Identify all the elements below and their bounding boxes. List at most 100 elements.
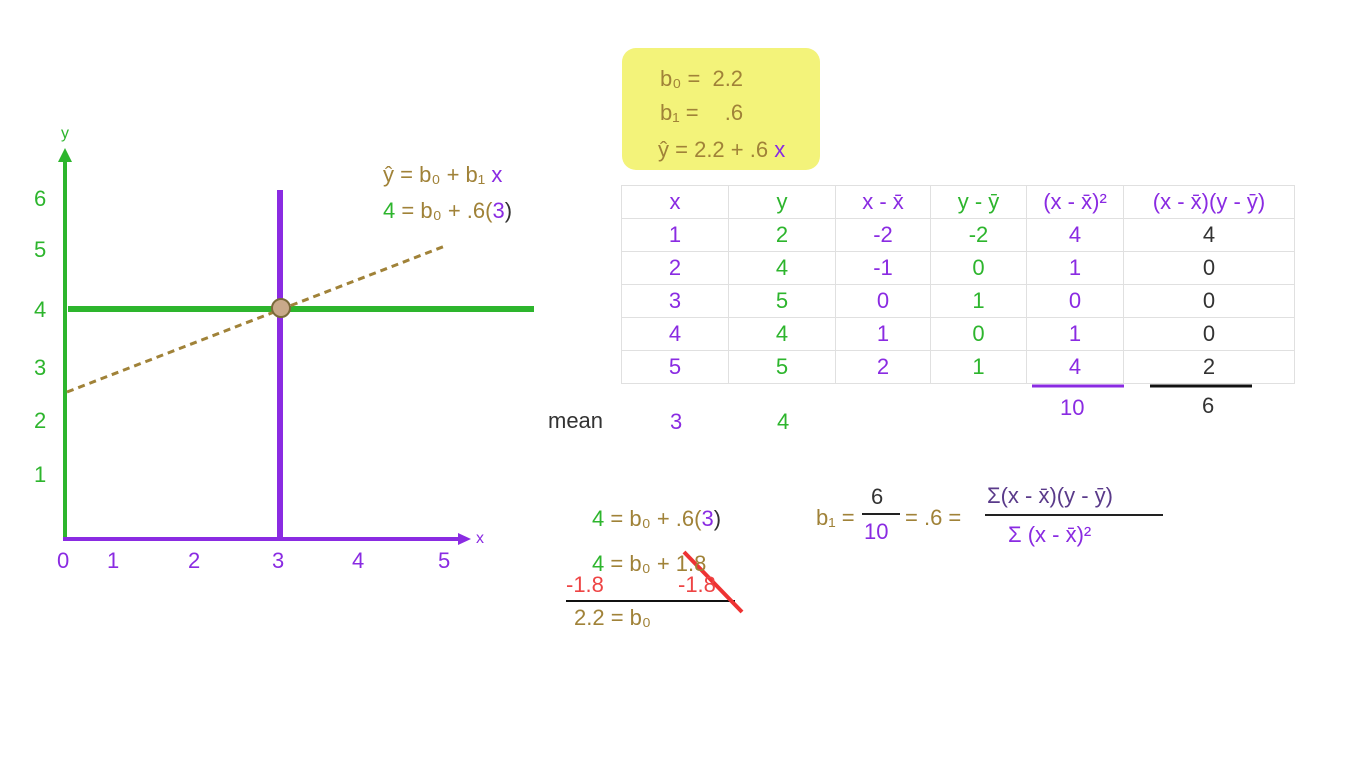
cell-product: 0 — [1123, 251, 1295, 285]
cell-x-dev-sq: 1 — [1026, 317, 1124, 351]
header-x-dev-sq: (x - x̄)² — [1026, 185, 1124, 219]
cell-y-dev: 1 — [930, 350, 1027, 384]
y-tick-3: 3 — [34, 355, 47, 380]
cell-x: 4 — [621, 317, 729, 351]
solve-line-2: 4 = b₀ + 1.8 — [592, 551, 706, 577]
cell-product: 0 — [1123, 317, 1295, 351]
cell-x-dev: 2 — [835, 350, 931, 384]
x-tick-4: 4 — [352, 548, 365, 573]
y-tick-2: 2 — [34, 408, 47, 433]
mean-point — [271, 298, 291, 318]
header-y-dev: y - ȳ — [930, 185, 1027, 219]
b0-value: 2.2 — [712, 66, 744, 91]
cell-product: 4 — [1123, 218, 1295, 252]
b0-line: b₀ = 2.2 — [660, 66, 743, 92]
y-tick-1: 1 — [34, 462, 47, 487]
b1-value: .6 — [724, 100, 744, 125]
yhat-var: x — [774, 137, 786, 162]
b1-label: b₁ = — [660, 100, 699, 125]
table-header-row: x y x - x̄ y - ȳ (x - x̄)² (x - x̄)(y - … — [621, 185, 1295, 219]
cell-x: 2 — [621, 251, 729, 285]
cell-x-dev-sq: 4 — [1026, 350, 1124, 384]
cell-x: 1 — [621, 218, 729, 252]
table-row: 3 5 0 1 0 0 — [621, 284, 1295, 318]
sigma-fraction-line — [985, 514, 1163, 516]
regression-equation: ŷ = b₀ + b₁ x — [383, 162, 502, 188]
cell-y: 5 — [728, 350, 836, 384]
regression-line — [66, 244, 446, 394]
calculation-table: x y x - x̄ y - ȳ (x - x̄)² (x - x̄)(y - … — [621, 185, 1295, 384]
cell-x-dev-sq: 0 — [1026, 284, 1124, 318]
table-row: 1 2 -2 -2 4 4 — [621, 218, 1295, 252]
regression-equation-var: x — [491, 162, 503, 187]
solve-result: 2.2 = b₀ — [574, 605, 652, 630]
regression-equation-rhs: = b₀ + b₁ — [400, 162, 486, 187]
cell-product: 2 — [1123, 350, 1295, 384]
sum-prod-value: 6 — [1202, 393, 1215, 418]
cell-x-dev: 0 — [835, 284, 931, 318]
x-axis-label: x — [476, 530, 484, 547]
table-row: 5 5 2 1 4 2 — [621, 350, 1295, 384]
x-tick-0: 0 — [57, 548, 70, 573]
b0-label: b₀ = — [660, 66, 701, 91]
eq-four: 4 — [383, 198, 396, 223]
cell-x: 5 — [621, 350, 729, 384]
x-tick-2: 2 — [188, 548, 201, 573]
header-x: x — [621, 185, 729, 219]
cell-product: 0 — [1123, 284, 1295, 318]
mean-y-value: 4 — [777, 409, 790, 434]
b1-fraction-line — [862, 513, 900, 515]
y-tick-4: 4 — [34, 297, 47, 322]
cell-y: 5 — [728, 284, 836, 318]
eq-three: 3 — [492, 198, 505, 223]
cell-y: 2 — [728, 218, 836, 252]
solve-rest-2: = b₀ + 1.8 — [610, 551, 707, 576]
mean-x-value: 3 — [670, 409, 683, 434]
sigma-denominator: Σ (x - x̄)² — [1008, 522, 1092, 547]
solve-subtract-right: -1.8 — [678, 572, 716, 597]
cell-x-dev: 1 — [835, 317, 931, 351]
yhat-rhs: = 2.2 + .6 — [675, 137, 769, 162]
table-row: 4 4 1 0 1 0 — [621, 317, 1295, 351]
eq-close: ) — [504, 198, 513, 223]
header-y: y — [728, 185, 836, 219]
cell-y: 4 — [728, 251, 836, 285]
solve-four-2: 4 — [592, 551, 605, 576]
x-tick-5: 5 — [438, 548, 451, 573]
solve-four: 4 — [592, 506, 605, 531]
y-tick-5: 5 — [34, 237, 47, 262]
x-tick-1: 1 — [107, 548, 120, 573]
header-x-dev: x - x̄ — [835, 185, 931, 219]
cell-y-dev: 0 — [930, 251, 1027, 285]
solve-close: ) — [713, 506, 722, 531]
header-product: (x - x̄)(y - ȳ) — [1123, 185, 1295, 219]
b1-line: b₁ = .6 — [660, 100, 743, 126]
b1-formula-value: = .6 = — [905, 505, 962, 530]
cell-x-dev-sq: 4 — [1026, 218, 1124, 252]
eq-mid: = b₀ + .6( — [401, 198, 493, 223]
solve-three: 3 — [701, 506, 714, 531]
sigma-numerator: Σ(x - x̄)(y - ȳ) — [987, 483, 1114, 508]
yhat-line: ŷ = 2.2 + .6 x — [658, 137, 785, 163]
y-axis-label: y — [61, 125, 69, 142]
solve-line-1: 4 = b₀ + .6(3) — [592, 506, 721, 532]
cell-y-dev: 0 — [930, 317, 1027, 351]
cell-x: 3 — [621, 284, 729, 318]
y-tick-6: 6 — [34, 186, 47, 211]
cell-y-dev: 1 — [930, 284, 1027, 318]
mean-label: mean — [548, 408, 604, 433]
cancel-strike — [682, 550, 744, 614]
b1-fraction-den: 10 — [864, 519, 889, 544]
yhat-label: ŷ — [658, 137, 669, 162]
cell-y-dev: -2 — [930, 218, 1027, 252]
table-row: 2 4 -1 0 1 0 — [621, 251, 1295, 285]
substituted-equation: 4 = b₀ + .6(3) — [383, 198, 512, 224]
y-axis-arrow — [58, 148, 72, 162]
b1-fraction-num: 6 — [871, 484, 884, 509]
coefficient-box — [622, 48, 820, 170]
solve-subtract-left: -1.8 — [566, 572, 604, 597]
x-tick-3: 3 — [272, 548, 285, 573]
b1-formula-lhs: b₁ = — [816, 505, 855, 530]
cell-x-dev-sq: 1 — [1026, 251, 1124, 285]
